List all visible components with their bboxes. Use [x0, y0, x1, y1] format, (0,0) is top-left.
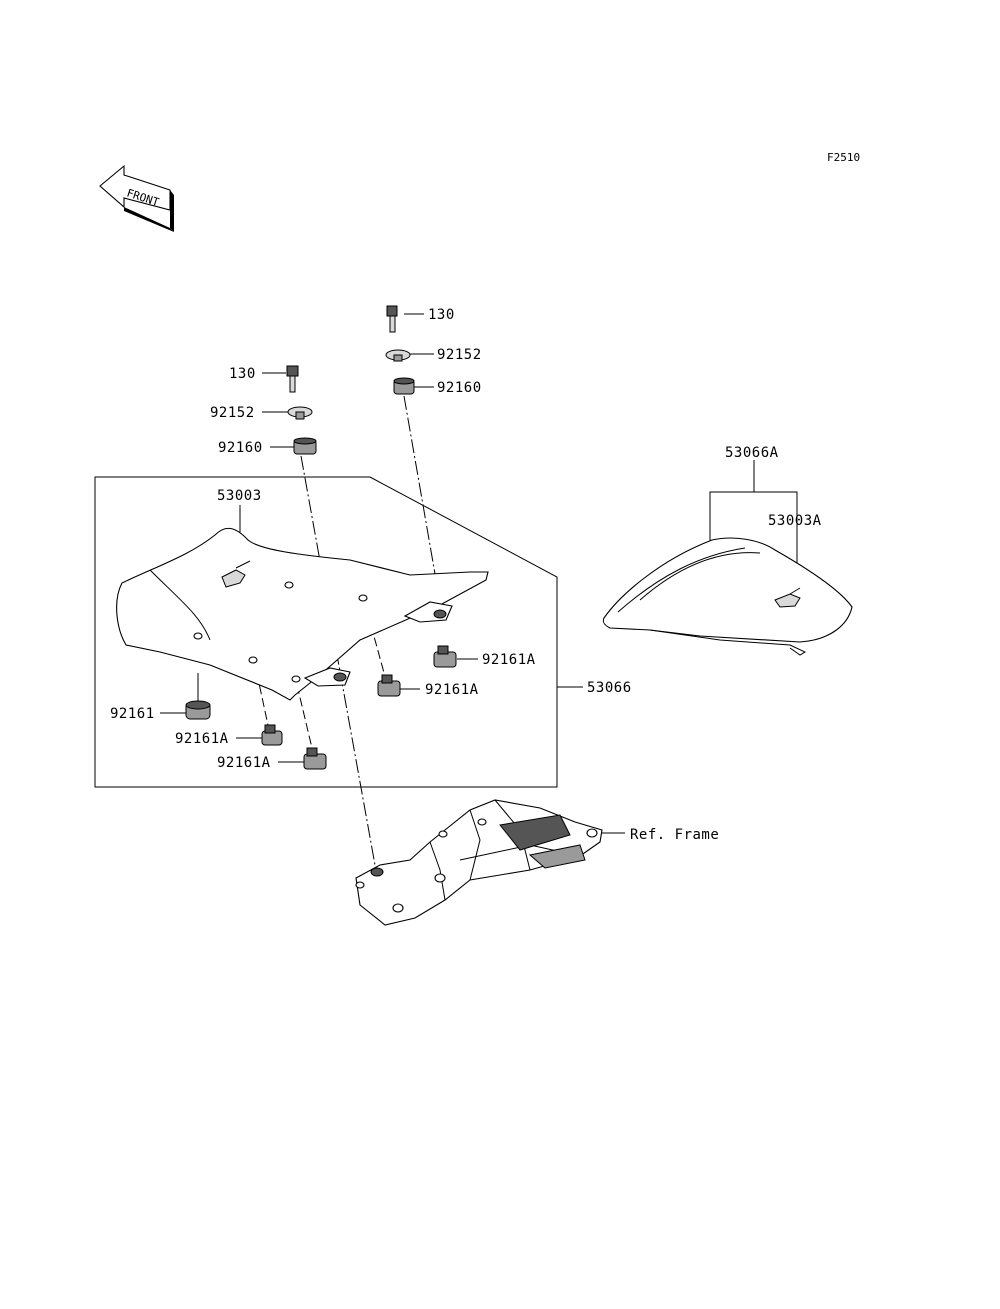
- label-damper-right: 92160: [437, 380, 482, 396]
- label-washer-right: 92152: [437, 347, 482, 363]
- label-bolt-right: 130: [428, 307, 455, 323]
- rear-seat-cowl-icon: [602, 537, 853, 656]
- label-ref-frame: Ref. Frame: [630, 827, 719, 843]
- label-bolt-left: 130: [229, 366, 256, 382]
- label-seat-assy: 53066: [587, 680, 632, 696]
- label-seat-assy-rear: 53066A: [725, 445, 779, 461]
- damper-left-icon: [293, 437, 317, 455]
- leader-lines: [160, 313, 798, 834]
- bolt-left-icon: [286, 365, 299, 393]
- label-damper-a-center: 92161A: [425, 682, 479, 698]
- front-arrow-icon: FRONT: [99, 164, 174, 232]
- damper-a-left1-icon: [261, 724, 283, 746]
- label-washer-left: 92152: [210, 405, 255, 421]
- label-damper-a-left2: 92161A: [217, 755, 271, 771]
- label-damper-left: 92160: [218, 440, 263, 456]
- bolt-right-icon: [386, 305, 398, 333]
- figure-code: F2510: [827, 151, 860, 164]
- washer-right-icon: [385, 349, 411, 362]
- damper-a-right-icon: [433, 645, 457, 668]
- damper-a-center-icon: [377, 674, 401, 697]
- damper-a-left2-icon: [303, 747, 327, 770]
- washer-left-icon: [287, 406, 313, 420]
- seat-icon: [116, 527, 489, 701]
- damper-front-icon: [185, 700, 211, 720]
- label-damper-a-right: 92161A: [482, 652, 536, 668]
- label-damper-a-left1: 92161A: [175, 731, 229, 747]
- label-seat-pad-rear: 53003A: [768, 513, 822, 529]
- label-seat-pad: 53003: [217, 488, 262, 504]
- frame-icon: [355, 799, 603, 926]
- label-damper-front: 92161: [110, 706, 155, 722]
- damper-right-icon: [393, 377, 415, 395]
- seat-assembly-box: [94, 476, 558, 788]
